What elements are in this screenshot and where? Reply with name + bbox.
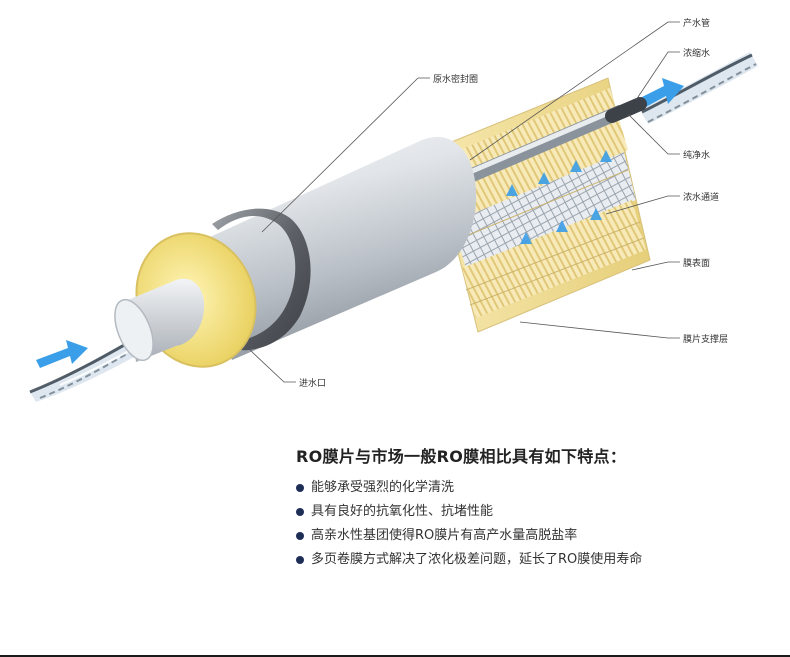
features-list: 能够承受强烈的化学清洗 具有良好的抗氧化性、抗堵性能 高亲水性基团使得RO膜片有… <box>296 477 766 571</box>
bullet-dot-icon <box>296 484 304 492</box>
list-item: 具有良好的抗氧化性、抗堵性能 <box>296 501 766 523</box>
list-item: 多页卷膜方式解决了浓化极差问题，延长了RO膜使用寿命 <box>296 549 766 571</box>
seal-ring <box>212 208 311 351</box>
feature-text: 具有良好的抗氧化性、抗堵性能 <box>311 504 494 519</box>
bottom-divider <box>0 655 790 657</box>
inlet-tube <box>114 278 205 362</box>
label-raw-seal: 原水密封圈 <box>433 75 479 85</box>
features-title: RO膜片与市场一般RO膜相比具有如下特点： <box>296 447 627 466</box>
feature-text: 高亲水性基团使得RO膜片有高产水量高脱盐率 <box>311 528 578 543</box>
list-item: 高亲水性基团使得RO膜片有高产水量高脱盐率 <box>296 525 766 547</box>
list-item: 能够承受强烈的化学清洗 <box>296 477 766 499</box>
label-membrane-surface: 膜表面 <box>683 259 711 269</box>
outlet-water-stream <box>640 52 758 124</box>
label-support-layer: 膜片支撑层 <box>683 335 729 345</box>
ro-membrane-illustration <box>29 21 758 402</box>
label-pure-water: 纯净水 <box>683 151 711 161</box>
label-product-tube: 产水管 <box>683 19 711 29</box>
label-inlet: 进水口 <box>299 379 327 389</box>
outlet-arrow-icon <box>640 78 684 108</box>
inlet-arrow-icon <box>36 340 88 368</box>
features-section: RO膜片与市场一般RO膜相比具有如下特点： 能够承受强烈的化学清洗 具有良好的抗… <box>296 443 766 573</box>
feature-text: 能够承受强烈的化学清洗 <box>311 480 455 495</box>
bullet-dot-icon <box>296 532 304 540</box>
label-concentrate-channel: 浓水通道 <box>683 193 720 203</box>
label-concentrate: 浓缩水 <box>683 49 711 59</box>
feature-text: 多页卷膜方式解决了浓化极差问题，延长了RO膜使用寿命 <box>311 552 643 567</box>
bullet-dot-icon <box>296 556 304 564</box>
flow-arrow-icon <box>506 150 612 244</box>
bullet-dot-icon <box>296 508 304 516</box>
membrane-cutaway <box>431 77 651 333</box>
leader-lines <box>249 21 680 383</box>
